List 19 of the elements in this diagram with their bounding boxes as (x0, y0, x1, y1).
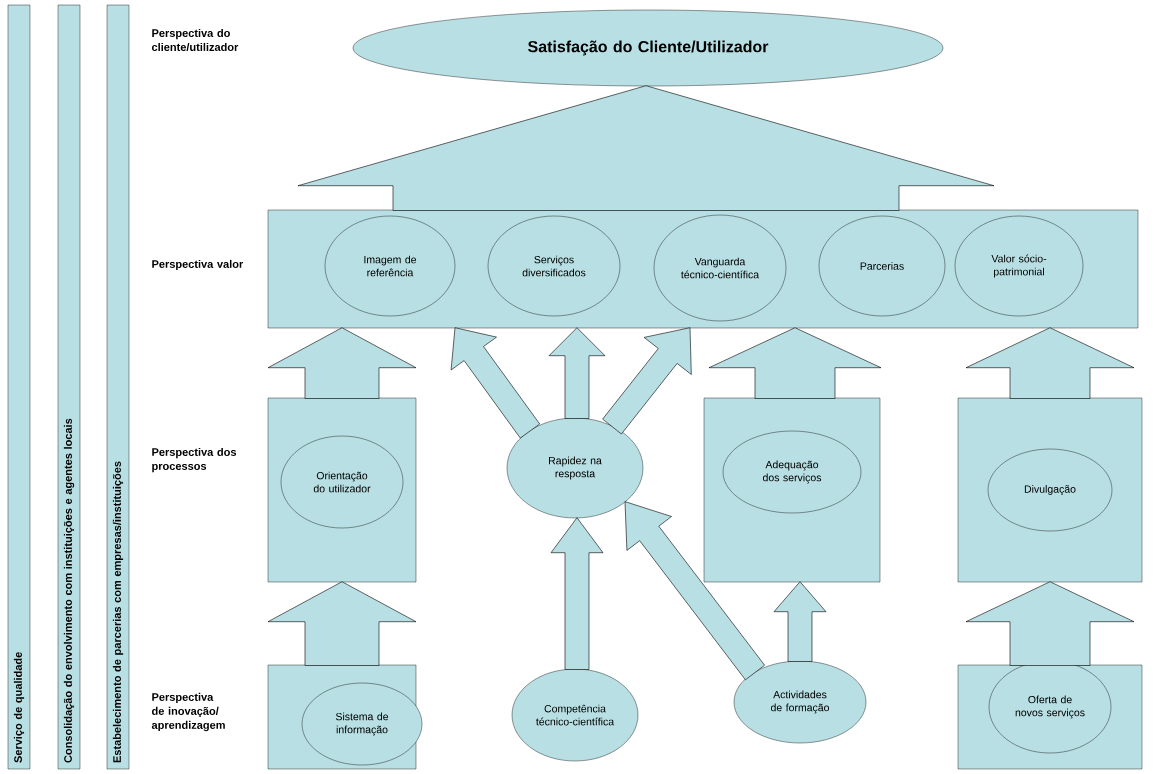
row-label: Perspectiva valor (152, 259, 244, 271)
block-arrow (602, 327, 692, 435)
vertical-banner: Serviço de qualidade (7, 4, 31, 770)
block-arrow (965, 327, 1135, 399)
block-arrow (267, 327, 417, 399)
block-arrow (267, 581, 417, 666)
block-arrow (550, 517, 604, 670)
block-arrow (450, 327, 540, 439)
vertical-banner: Consolidação do envolvimento com instituições e agentes locais (57, 4, 81, 770)
row-label: Perspectiva de inovação/ aprendizagem (151, 692, 225, 732)
block-arrow (548, 327, 606, 419)
block-arrow (297, 85, 995, 211)
vertical-banner: Estabelecimento de parcerias com empresas/instituições (106, 4, 130, 770)
block-arrow (773, 581, 827, 662)
row-label: Perspectiva dos processos (152, 447, 237, 473)
block-arrow (708, 327, 882, 399)
block-arrow (965, 581, 1135, 666)
block-arrow (624, 501, 765, 681)
row-label: Perspectiva do cliente/utilizador (151, 28, 239, 52)
